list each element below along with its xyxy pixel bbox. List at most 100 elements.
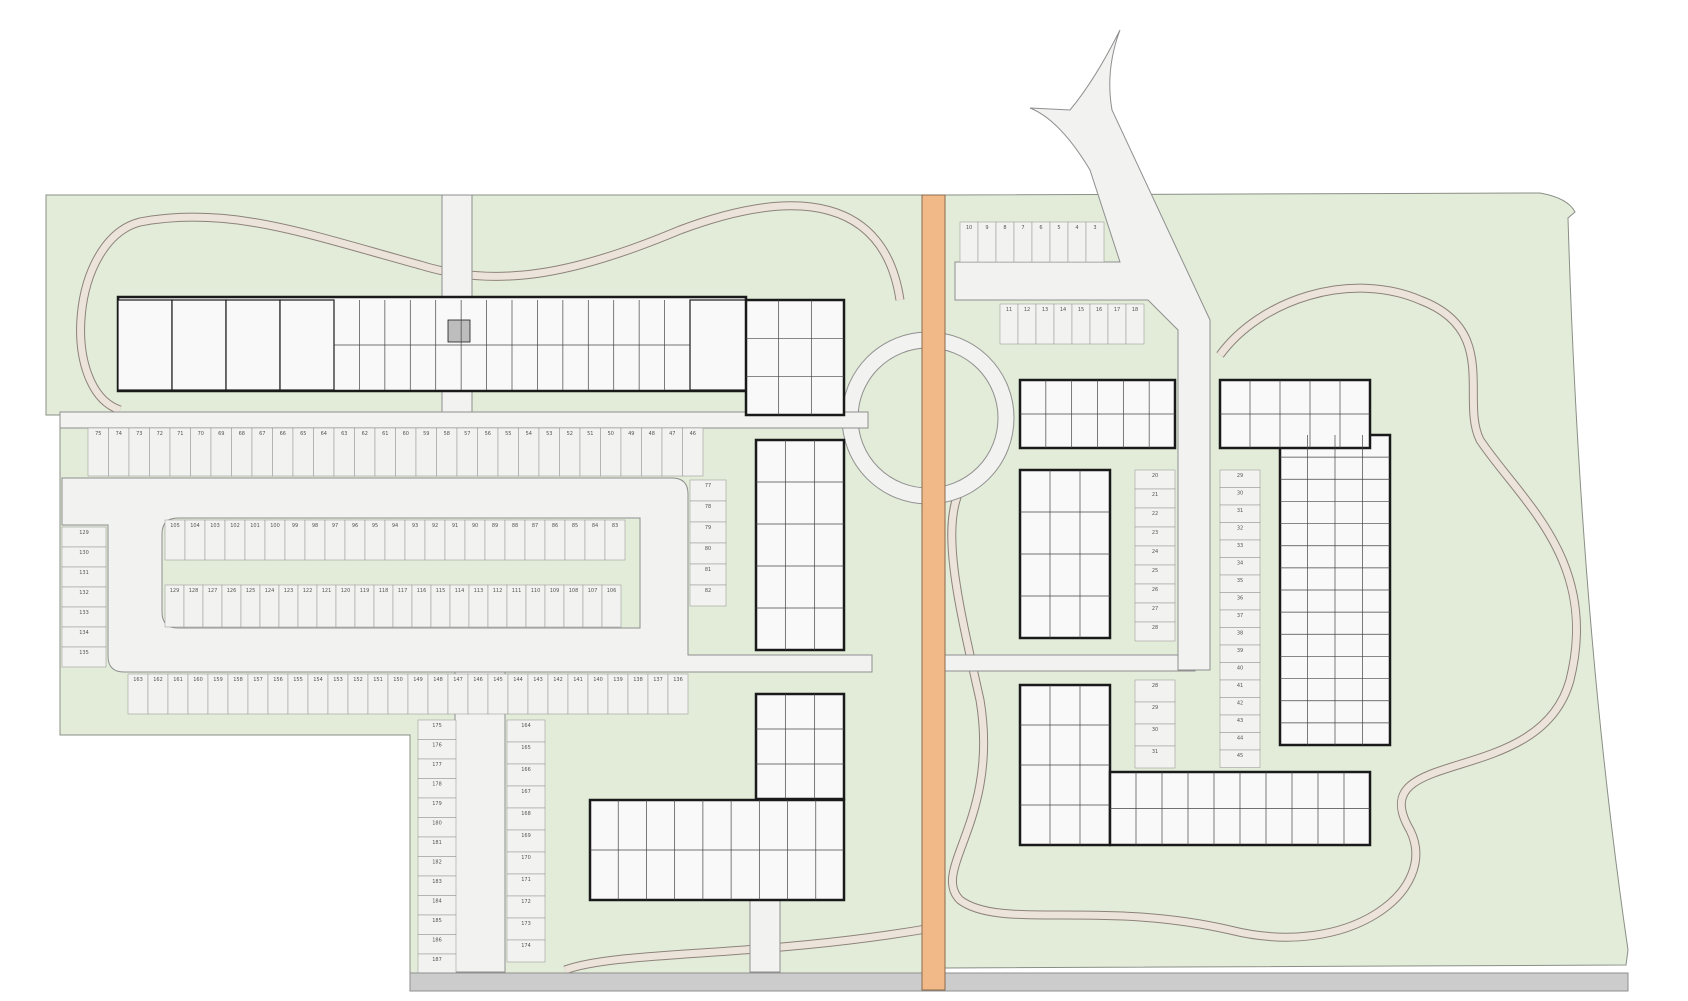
center-row-lower-stall-number: 127 (208, 588, 218, 594)
south-boundary-strip (409, 972, 1629, 992)
northeast-row-lower-stall-number: 17 (1114, 307, 1120, 313)
main-road (921, 194, 946, 991)
center-row-lower-stall-number: 108 (569, 588, 579, 594)
inner-column-b-stall-number: 31 (1237, 508, 1243, 514)
west-column-stall-number: 132 (79, 590, 89, 596)
inner-column-b-stall-number: 43 (1237, 718, 1243, 724)
parking-stalls (61, 221, 1261, 974)
north-row-stall-number: 55 (505, 431, 511, 437)
center-row-upper-stall-number: 91 (452, 523, 458, 529)
center-row-lower-stall-number: 113 (474, 588, 484, 594)
northeast-row-lower-stall-number: 16 (1096, 307, 1102, 313)
inner-column-b-stall-number: 29 (1237, 473, 1243, 479)
inner-column-b-stall-number: 40 (1237, 666, 1243, 672)
building-north-west-end (689, 299, 747, 391)
south-column-right-stall-number: 170 (521, 855, 531, 861)
south-aisle (454, 671, 506, 973)
inner-column-c-stall-number: 30 (1152, 727, 1158, 733)
building-north-west-annex (744, 298, 846, 417)
north-row-stall-number: 66 (280, 431, 286, 437)
center-row-lower-stall-number: 120 (341, 588, 351, 594)
north-row-stall-number: 63 (341, 431, 347, 437)
south-column-left-stall-number: 175 (432, 723, 442, 729)
center-row-lower-stall-number: 117 (398, 588, 408, 594)
north-row-stall-number: 69 (218, 431, 224, 437)
northeast-row-lower-stall-number: 15 (1078, 307, 1084, 313)
north-row-stall-number: 59 (423, 431, 429, 437)
east-column-stall-number: 80 (705, 546, 711, 552)
center-row-upper-stall-number: 90 (472, 523, 478, 529)
south-row-stall-number: 148 (433, 677, 443, 683)
center-row-lower-stall-number: 122 (303, 588, 313, 594)
south-column-left-stall-number: 187 (432, 957, 442, 963)
inner-column-a-stall (1134, 621, 1176, 642)
building-north-west-townhouse-2 (171, 299, 227, 391)
center-row-lower-stall-number: 129 (170, 588, 180, 594)
south-column-left-stall-number: 181 (432, 840, 442, 846)
north-row-stall-number: 74 (116, 431, 122, 437)
south-column-left-stall-number: 185 (432, 918, 442, 924)
northeast-row-upper-stall (1085, 221, 1105, 263)
south-column-left-stall-number: 178 (432, 782, 442, 788)
center-row-lower-stall-number: 125 (246, 588, 256, 594)
northeast-row-lower-stall-number: 11 (1006, 307, 1012, 313)
center-row-upper-stall-number: 101 (250, 523, 260, 529)
south-building-lane (749, 899, 781, 973)
south-column-left-stall-number: 182 (432, 860, 442, 866)
south-column-left-stall-number: 179 (432, 801, 442, 807)
northeast-row-upper-stall-number: 3 (1093, 225, 1096, 231)
inner-column-a-stall-number: 26 (1152, 587, 1158, 593)
northeast-row-lower-stall-number: 13 (1042, 307, 1048, 313)
south-column-right-stall-number: 173 (521, 921, 531, 927)
north-row-stall-number: 65 (300, 431, 306, 437)
building-north-west-townhouse-3 (225, 299, 281, 391)
center-row-upper-stall-number: 99 (292, 523, 298, 529)
inner-column-b-stall-number: 38 (1237, 631, 1243, 637)
south-column-left-stall-number: 180 (432, 821, 442, 827)
northeast-row-upper-stall-number: 4 (1075, 225, 1078, 231)
path-north-west-loop (77, 202, 904, 414)
east-column-stall-number: 79 (705, 525, 711, 531)
center-row-upper-stall-number: 94 (392, 523, 398, 529)
center-row-upper-stall-number: 87 (532, 523, 538, 529)
building-west-middle (754, 438, 846, 652)
north-row-stall-number: 67 (259, 431, 265, 437)
north-row-stall-number: 47 (669, 431, 675, 437)
north-row-stall-number: 53 (546, 431, 552, 437)
center-row-upper-stall-number: 85 (572, 523, 578, 529)
inner-column-a-stall-number: 25 (1152, 568, 1158, 574)
north-row-stall-number: 70 (198, 431, 204, 437)
west-column-stall-number: 130 (79, 550, 89, 556)
center-row-upper-stall-number: 103 (210, 523, 220, 529)
center-row-lower-stall-number: 116 (417, 588, 427, 594)
south-row-stall-number: 160 (193, 677, 203, 683)
building-north-west (116, 295, 748, 393)
south-column-right-stall-number: 172 (521, 899, 531, 905)
center-row-lower-stall-number: 111 (512, 588, 522, 594)
south-row-stall-number: 141 (573, 677, 583, 683)
inner-column-b-stall-number: 37 (1237, 613, 1243, 619)
center-row-upper-stall-number: 95 (372, 523, 378, 529)
north-row-stall-number: 52 (567, 431, 573, 437)
south-row-stall-number: 142 (553, 677, 563, 683)
center-row-lower-stall-number: 126 (227, 588, 237, 594)
south-column-left-stall-number: 183 (432, 879, 442, 885)
center-row-upper-stall-number: 92 (432, 523, 438, 529)
center-row-lower-stall-number: 128 (189, 588, 199, 594)
south-row-stall-number: 156 (273, 677, 283, 683)
inner-column-c-stall (1134, 745, 1176, 769)
center-row-upper-stall-number: 102 (230, 523, 240, 529)
north-row-stall-number: 68 (239, 431, 245, 437)
north-row-stall-number: 61 (382, 431, 388, 437)
center-row-lower-stall-number: 106 (607, 588, 617, 594)
building-south-upper (754, 692, 846, 801)
south-row-stall-number: 155 (293, 677, 303, 683)
south-column-right-stall-number: 171 (521, 877, 531, 883)
northeast-row-upper-stall-number: 10 (966, 225, 972, 231)
south-row-stall-number: 147 (453, 677, 463, 683)
northeast-row-lower-stall-number: 12 (1024, 307, 1030, 313)
northeast-row-lower-stall-number: 14 (1060, 307, 1066, 313)
south-column-left-stall-number: 177 (432, 762, 442, 768)
north-row-stall-number: 75 (95, 431, 101, 437)
